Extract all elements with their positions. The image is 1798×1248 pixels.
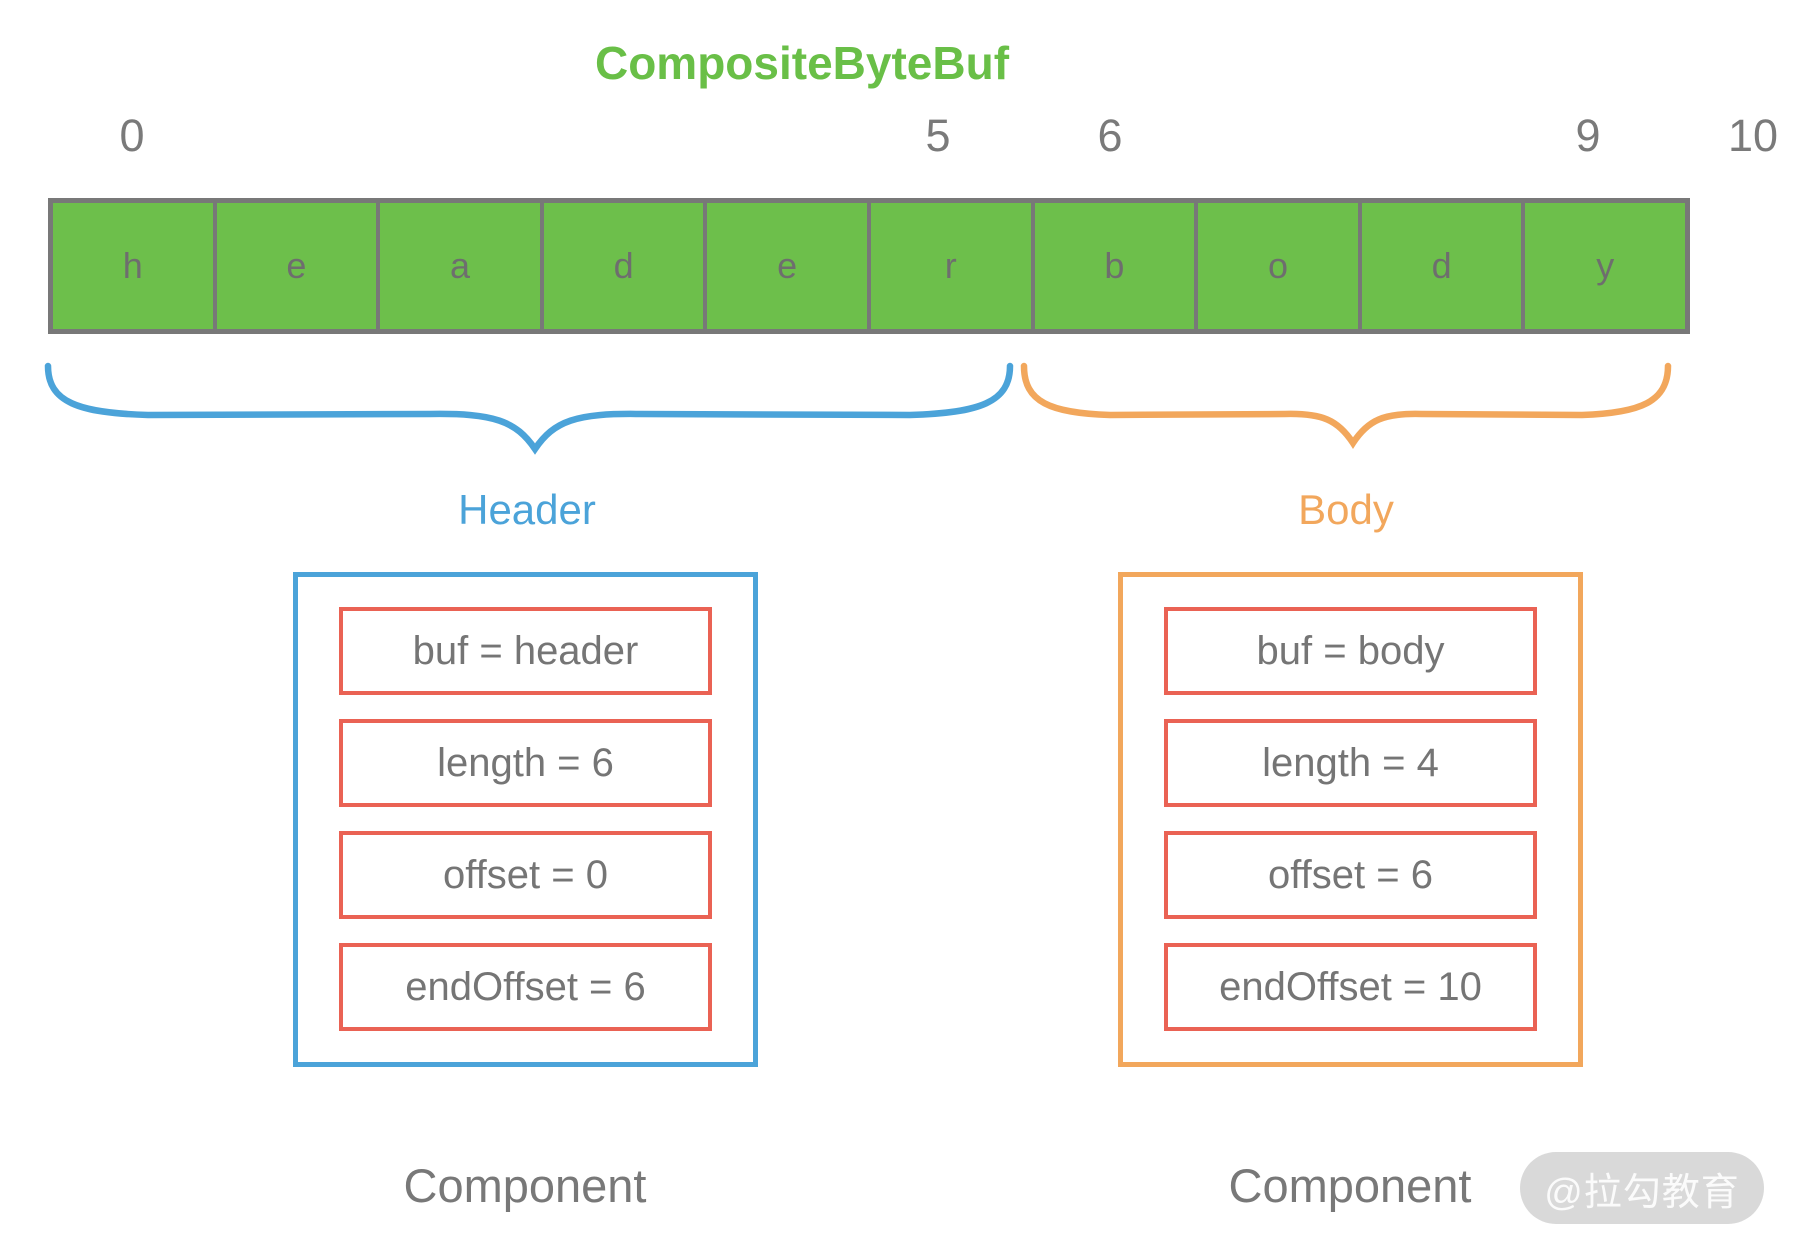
field-length: length = 6 <box>339 719 712 807</box>
field-offset: offset = 0 <box>339 831 712 919</box>
byte-cell: a <box>380 203 540 329</box>
byte-cell: d <box>1361 203 1522 329</box>
byte-cell: b <box>1034 203 1195 329</box>
header-brace-icon <box>44 362 1014 455</box>
byte-cell: e <box>216 203 377 329</box>
diagram-title: CompositeByteBuf <box>594 37 1010 89</box>
index-label-10: 10 <box>1727 110 1779 161</box>
field-buf: buf = header <box>339 607 712 695</box>
field-endoffset: endOffset = 10 <box>1164 943 1537 1031</box>
watermark: @拉勾教育 <box>1520 1152 1764 1224</box>
header-group-label: Header <box>458 486 596 533</box>
byte-cell: d <box>543 203 704 329</box>
index-label-0: 0 <box>119 110 145 161</box>
body-component-caption: Component <box>1228 1159 1472 1212</box>
byte-cell: e <box>707 203 867 329</box>
field-endoffset: endOffset = 6 <box>339 943 712 1031</box>
byte-buffer-bar: h e a d e r b o d y <box>48 198 1690 334</box>
byte-cell: r <box>871 203 1031 329</box>
header-component-box: buf = header length = 6 offset = 0 endOf… <box>293 572 758 1067</box>
byte-cell: h <box>53 203 213 329</box>
body-group-label: Body <box>1298 486 1394 533</box>
field-length: length = 4 <box>1164 719 1537 807</box>
field-buf: buf = body <box>1164 607 1537 695</box>
body-component-box: buf = body length = 4 offset = 6 endOffs… <box>1118 572 1583 1067</box>
byte-cell: o <box>1198 203 1358 329</box>
index-label-6: 6 <box>1097 110 1123 161</box>
index-label-5: 5 <box>925 110 951 161</box>
header-component-caption: Component <box>403 1159 647 1212</box>
field-offset: offset = 6 <box>1164 831 1537 919</box>
body-brace-icon <box>1020 362 1672 449</box>
byte-cell: y <box>1525 203 1685 329</box>
index-label-9: 9 <box>1575 110 1601 161</box>
